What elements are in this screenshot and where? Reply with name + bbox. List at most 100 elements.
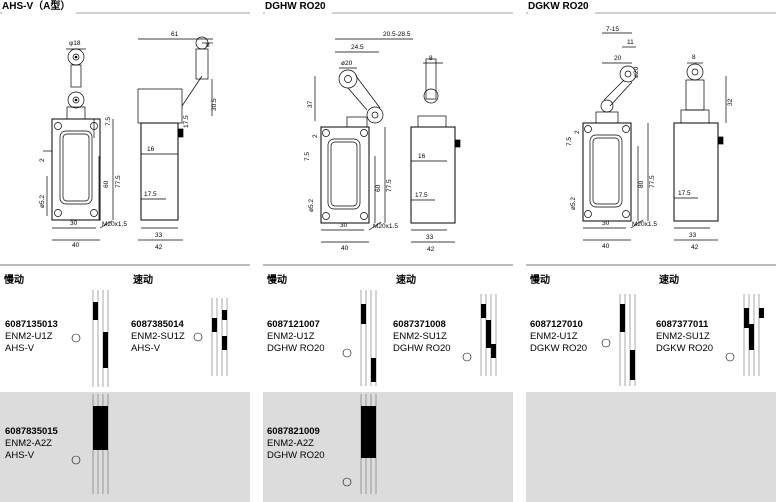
dim-label: 77.5: [115, 175, 122, 188]
travel-diagram: [193, 298, 228, 376]
dim-label: 42: [155, 244, 163, 251]
dgkw-drawing: 7-15 11 20 8 ø20 32 7.5 2 80 77.5 ø5.2 1…: [566, 26, 734, 251]
travel-diagram: [601, 294, 636, 386]
panel-ahs-v: AHS-V（A型）: [0, 0, 250, 502]
dim-label: M20x1.5: [373, 223, 398, 230]
part-entry: 6087835015 ENM2-A2Z AHS-V: [5, 426, 58, 462]
slow-action-label: 慢动: [267, 275, 287, 286]
part-code: 6087377011: [656, 319, 709, 330]
part-entry: 6087385014 ENM2-SU1Z AHS-V: [131, 319, 185, 355]
parts-row-1: 6087127010 ENM2-U1Z DGKW RO20 6087377011…: [526, 288, 776, 392]
dim-label: 20.5-28.5: [383, 31, 411, 38]
title-rule: [263, 12, 513, 14]
dim-label: 40: [341, 245, 349, 252]
travel-diagram: [725, 294, 764, 376]
part-type: DGHW RO20: [267, 343, 325, 354]
parts-row-2: 6087835015 ENM2-A2Z AHS-V: [0, 392, 250, 502]
part-code: 6087821009: [267, 426, 320, 437]
part-type: AHS-V: [5, 450, 35, 461]
dim-label: 30.5: [211, 98, 218, 111]
part-code: 6087371008: [393, 319, 446, 330]
part-type: AHS-V: [131, 343, 161, 354]
part-code: 6087127010: [530, 319, 583, 330]
part-entry: 6087371008 ENM2-SU1Z DGHW RO20: [393, 319, 451, 355]
travel-diagram: [342, 290, 377, 386]
part-model: ENM2-A2Z: [267, 438, 314, 449]
dim-label: 8: [692, 54, 696, 61]
panel-dgkw-ro20: DGKW RO20: [526, 0, 776, 502]
part-model: ENM2-SU1Z: [656, 331, 710, 342]
dim-label: 42: [427, 246, 435, 253]
travel-diagram: [71, 394, 109, 494]
part-entry: 6087135013 ENM2-U1Z AHS-V: [5, 319, 58, 355]
part-entry: 6087821009 ENM2-A2Z DGHW RO20: [267, 426, 325, 462]
travel-diagram: [462, 294, 497, 376]
travel-diagram: [342, 394, 377, 494]
dim-label: 8: [429, 55, 433, 62]
dim-label: 17.5: [415, 192, 428, 199]
dim-label: 7-15: [606, 26, 619, 33]
dim-label: M20x1.5: [102, 221, 127, 228]
part-type: DGHW RO20: [267, 450, 325, 461]
parts-row-1: 6087121007 ENM2-U1Z DGHW RO20 6087371008…: [263, 288, 513, 392]
dim-label: 2: [312, 134, 319, 138]
snap-action-label: 速动: [396, 275, 416, 286]
dim-label: 61: [171, 31, 179, 38]
part-model: ENM2-U1Z: [530, 331, 578, 342]
dim-label: 20: [614, 55, 622, 62]
panel-title: AHS-V（A型）: [2, 0, 77, 14]
dim-label: 30: [70, 220, 78, 227]
part-code: 6087835015: [5, 426, 58, 437]
slow-action-label: 慢动: [530, 275, 550, 286]
dim-label: 24.5: [351, 44, 364, 51]
dim-label: 11: [627, 39, 634, 46]
dim-label: 33: [689, 232, 697, 239]
part-type: DGKW RO20: [530, 343, 588, 354]
dim-label: ø20: [341, 60, 353, 67]
part-code: 6087135013: [5, 319, 58, 330]
snap-action-label: 速动: [133, 275, 153, 286]
dim-label: 7.5: [566, 137, 573, 146]
dim-label: 7.5: [304, 152, 311, 161]
snap-action-label: 速动: [659, 275, 679, 286]
panel-title: DGKW RO20: [528, 0, 595, 14]
travel-diagram: [71, 290, 109, 387]
dim-label: φ18: [69, 40, 81, 47]
dim-label: 40: [602, 243, 610, 250]
part-type: AHS-V: [5, 343, 35, 354]
dim-label: 80: [638, 180, 645, 188]
part-model: ENM2-SU1Z: [393, 331, 447, 342]
dim-label: 8: [206, 42, 210, 49]
title-rule: [0, 12, 250, 14]
dghw-drawing: 20.5-28.5 24.5 ø20 8 37 2 7.5 60 77.5 16…: [304, 31, 461, 253]
part-entry: 6087121007 ENM2-U1Z DGHW RO20: [267, 319, 325, 355]
part-model: ENM2-U1Z: [267, 331, 315, 342]
dimension-drawing: 7-15 11 20 8 ø20 32 7.5 2 80 77.5 ø5.2 1…: [526, 16, 776, 262]
dim-label: 60: [375, 184, 382, 192]
part-code: 6087121007: [267, 319, 320, 330]
panel-title: DGHW RO20: [265, 0, 332, 14]
dimension-drawing: φ18 61 8 30.5 7.5 17.5 2 60 77.5 16 ø5.2…: [0, 16, 250, 262]
part-entry: 6087127010 ENM2-U1Z DGKW RO20: [530, 319, 587, 355]
dim-label: ø5.2: [570, 197, 577, 210]
dim-label: 30: [602, 220, 610, 227]
part-type: DGHW RO20: [393, 343, 451, 354]
panel-dghw-ro20: DGHW RO20: [263, 0, 513, 502]
dim-label: 77.5: [386, 179, 393, 192]
dim-label: 7.5: [105, 117, 112, 126]
switch-type-header: 慢动 速动: [526, 264, 776, 290]
dim-label: 77.5: [649, 175, 656, 188]
dim-label: 60: [103, 180, 110, 188]
dim-label: ø5.2: [39, 195, 46, 208]
dim-label: 30: [340, 222, 348, 229]
part-model: ENM2-SU1Z: [131, 331, 185, 342]
dim-label: 40: [72, 242, 80, 249]
dim-label: 33: [426, 234, 434, 241]
part-code: 6087385014: [131, 319, 184, 330]
parts-row-2: 6087821009 ENM2-A2Z DGHW RO20: [263, 392, 513, 502]
dim-label: 17.5: [183, 115, 190, 128]
dim-label: 2: [39, 158, 46, 162]
parts-row-1: 6087135013 ENM2-U1Z AHS-V 6087385014 ENM…: [0, 288, 250, 392]
part-entry: 6087377011 ENM2-SU1Z DGKW RO20: [656, 319, 713, 355]
dim-label: 17.5: [678, 190, 691, 197]
